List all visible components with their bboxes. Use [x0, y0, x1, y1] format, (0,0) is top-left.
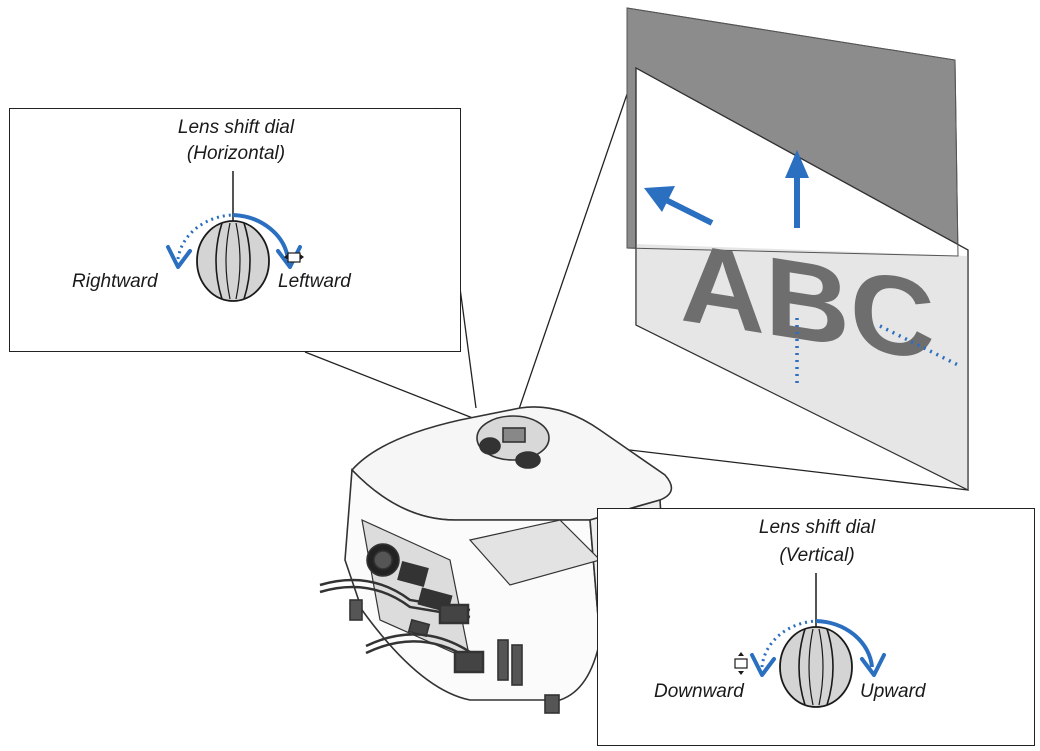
vertical-left-label: Downward: [654, 681, 744, 702]
up-shift-arrow-head: [785, 150, 809, 178]
horizontal-right-label: Leftward: [278, 271, 351, 292]
horizontal-left-label: Rightward: [72, 271, 158, 292]
screen-lower-band: [636, 244, 968, 490]
horizontal-dial-callout: Lens shift dial (Horizontal) Rightward L…: [9, 108, 461, 352]
projector-cables: [319, 578, 485, 674]
vertical-dial-callout: Lens shift dial (Vertical) Downward Upwa…: [597, 508, 1035, 746]
screen-shift-arrows: [662, 178, 800, 228]
left-shift-arrow-head: [644, 186, 675, 212]
vertical-callout-title-line1: Lens shift dial: [758, 517, 876, 538]
vertical-right-label: Upward: [860, 681, 926, 702]
horizontal-callout-title-line2: (Horizontal): [186, 143, 286, 164]
vertical-lens-shift-dial-icon: [734, 573, 886, 708]
horizontal-callout-title-line1: Lens shift dial: [177, 117, 295, 138]
center-guide-lines: [795, 318, 961, 388]
horizontal-lens-shift-dial-icon: [166, 171, 304, 302]
vertical-callout-title-line2: (Vertical): [779, 545, 855, 566]
